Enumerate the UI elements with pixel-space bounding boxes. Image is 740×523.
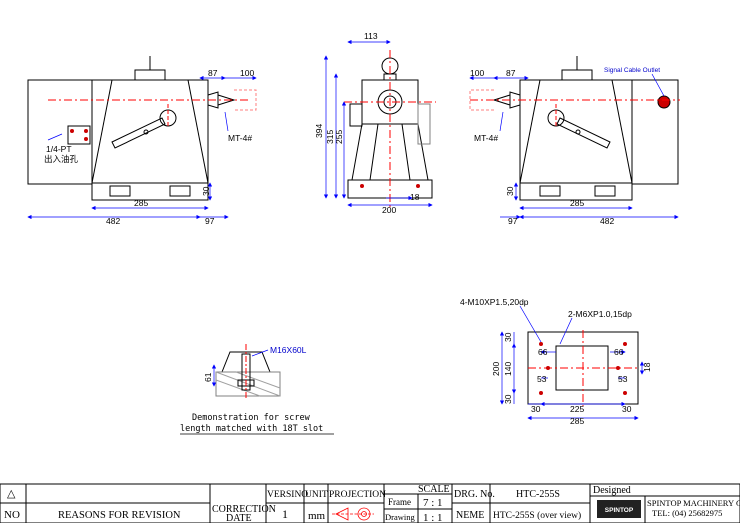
base-dim-53-left: 53 (537, 374, 547, 384)
base-dim-53-right: 53 (618, 374, 628, 384)
right-dim-87: 87 (506, 68, 516, 78)
base-dim-18: 18 (642, 362, 652, 372)
mount-hole (616, 366, 620, 370)
motor-housing (27, 79, 93, 185)
scale-header: SCALE (418, 484, 450, 495)
screw-dim-61: 61 (203, 372, 213, 382)
mount-hole (539, 342, 543, 346)
drawing-value: 1 : 1 (423, 512, 443, 523)
drawing-label: Drawing (385, 512, 415, 522)
unit-value: mm (308, 510, 326, 522)
signal-outlet (657, 95, 671, 109)
base-plan-dims (499, 305, 645, 421)
date-label: DATE (226, 513, 252, 523)
mount-hole (623, 391, 627, 395)
hole-label-a: 4-M10XP1.5,20dp (460, 297, 529, 307)
oil-port (67, 125, 91, 145)
correction-label: CORRECTION (212, 504, 276, 515)
version-header: VERSINO (267, 490, 308, 500)
drg-no-label: DRG. No. (454, 489, 495, 500)
right-dim-30: 30 (505, 186, 515, 196)
company-logo: SPINTOP (597, 500, 641, 518)
mount-hole (546, 366, 550, 370)
company-name: SPINTOP MACHINERY CO.,LTD. (647, 498, 740, 508)
left-dim-100: 100 (240, 68, 254, 78)
lever (111, 117, 166, 149)
hole-label-b: 2-M6XP1.0,15dp (568, 309, 632, 319)
mount-hole (539, 391, 543, 395)
left-dim-285: 285 (134, 198, 148, 208)
right-taper-label: MT-4# (474, 133, 498, 143)
left-dim-482: 482 (106, 216, 120, 226)
no-label: NO (4, 509, 20, 521)
left-side-view (27, 56, 257, 201)
version-value: 1 (282, 507, 288, 521)
left-view-dimensions (27, 75, 257, 220)
designed-label: Designed (593, 485, 631, 496)
right-dim-97: 97 (508, 216, 518, 226)
unit-header: UNIT (305, 490, 328, 500)
base-dim-30-left: 30 (531, 404, 541, 414)
live-center (217, 94, 236, 106)
left-dim-97: 97 (205, 216, 215, 226)
left-dim-30: 30 (201, 186, 211, 196)
base-dim-66-left: 66 (538, 347, 548, 357)
name-label: NEME (456, 510, 484, 521)
base (91, 182, 209, 201)
front-dim-200: 200 (382, 205, 396, 215)
screw-caption-2: length matched with 18T slot (180, 424, 323, 434)
right-side-view (469, 56, 680, 201)
right-base (519, 182, 633, 201)
front-view (344, 50, 436, 210)
base-dim-140: 140 (503, 362, 513, 376)
signal-cable-label: Signal Cable Outlet (604, 67, 660, 74)
front-dim-394: 394 (314, 124, 324, 138)
projection-header: PROJECTION (329, 490, 386, 500)
base-dim-285: 285 (570, 416, 584, 426)
base-dim-66-right: 66 (614, 347, 624, 357)
base-dim-30-right: 30 (622, 404, 632, 414)
revision-symbol: △ (7, 488, 16, 500)
right-dim-285: 285 (570, 198, 584, 208)
name-value: HTC-255S (over view) (493, 510, 581, 521)
left-port-label: 1/4-PT (46, 144, 72, 154)
screw-demo-dims (211, 349, 269, 387)
screw-caption-1: Demonstration for screw (192, 413, 311, 423)
left-taper-label: MT-4# (228, 133, 252, 143)
right-dim-100: 100 (470, 68, 484, 78)
front-view-dimensions (323, 39, 433, 208)
top-cap (134, 69, 166, 81)
right-dim-482: 482 (600, 216, 614, 226)
reasons-label: REASONS FOR REVISION (58, 510, 181, 521)
frame-label: Frame (388, 497, 411, 507)
right-motor-housing (631, 79, 679, 185)
right-view-dimensions (469, 73, 679, 220)
base-dim-225: 225 (570, 404, 584, 414)
company-tel: TEL: (04) 25682975 (652, 508, 722, 518)
left-port-label-cn: 出入油孔 (44, 154, 79, 164)
left-dim-87: 87 (208, 68, 218, 78)
logo-text: SPINTOP (605, 507, 634, 514)
right-lever (556, 117, 611, 149)
front-dim-315: 315 (325, 130, 335, 144)
frame-value: 7 : 1 (423, 497, 443, 509)
mount-hole (623, 342, 627, 346)
front-dim-113: 113 (364, 31, 378, 41)
title-block (0, 483, 740, 523)
screw-label: M16X60L (270, 345, 307, 355)
front-dim-18: 18 (410, 192, 420, 202)
base-dim-30-top: 30 (503, 332, 513, 342)
base-plan-view (527, 330, 639, 406)
base-dim-200: 200 (491, 362, 501, 376)
projection-symbol (332, 507, 374, 521)
front-dim-255: 255 (334, 130, 344, 144)
base-dim-30-bottom: 30 (503, 394, 513, 404)
drg-no-value: HTC-255S (516, 489, 560, 500)
